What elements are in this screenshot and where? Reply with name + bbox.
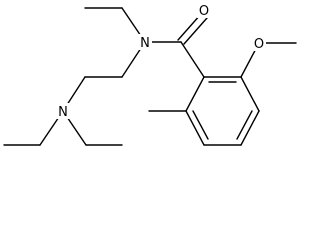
ring-bond-5 <box>185 110 205 146</box>
ring-inner-double-bond-2 <box>236 110 253 140</box>
carbonyl-group <box>177 13 208 45</box>
ring-bond-3 <box>240 110 260 146</box>
atom-amide-nitrogen: N <box>138 34 152 51</box>
amide-nitrogen-label: N <box>140 36 150 51</box>
atom-methoxy-oxygen: O <box>252 35 266 52</box>
atom-carbonyl-oxygen: O <box>197 2 211 19</box>
chemical-structure-diagram: O N N O <box>3 2 297 146</box>
carbonyl-double-bond-b <box>183 17 208 45</box>
carbonyl-double-bond-a <box>177 13 202 41</box>
carbonyl-oxygen-label: O <box>199 4 209 19</box>
aminoethyl-chain <box>62 41 146 112</box>
ring-inner-double-bond-3 <box>192 110 209 140</box>
amide-n-ethyl-group <box>84 7 182 43</box>
ring-bond-6 <box>185 76 205 112</box>
amine-nitrogen-label: N <box>58 105 68 120</box>
carbonyl-ring-bond <box>180 41 205 78</box>
atom-amine-nitrogen: N <box>56 103 70 120</box>
benzene-ring <box>180 41 260 146</box>
methoxy-oxygen-label: O <box>254 37 264 52</box>
ring-bond-2 <box>240 76 260 112</box>
